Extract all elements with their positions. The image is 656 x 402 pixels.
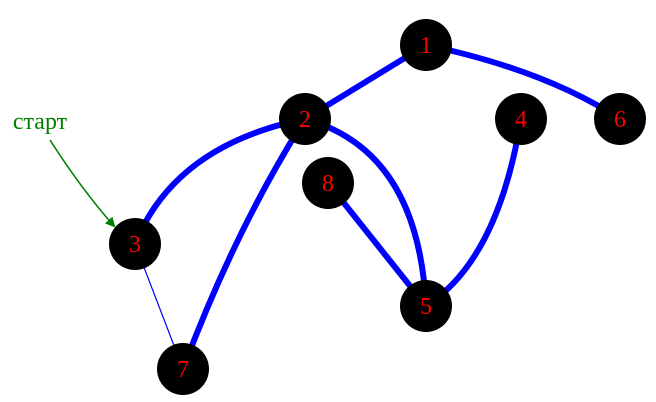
edge-4-5: [423, 116, 524, 309]
node-7: 7: [157, 343, 209, 395]
node-4: 4: [495, 93, 547, 145]
edge-2-5: [302, 116, 429, 309]
node-label: 3: [129, 232, 141, 258]
node-circle: [302, 157, 354, 209]
node-label: 6: [614, 107, 626, 133]
edges-layer: [132, 42, 623, 372]
node-2: 2: [279, 93, 331, 145]
nodes-layer: 1 2 3 4 5 6 7 8: [109, 19, 646, 395]
node-label: 5: [420, 294, 432, 320]
node-label: 1: [420, 33, 432, 59]
node-label: 2: [299, 107, 311, 133]
node-circle: [279, 93, 331, 145]
node-circle: [400, 280, 452, 332]
node-label: 4: [515, 107, 527, 133]
node-circle: [400, 19, 452, 71]
node-circle: [495, 93, 547, 145]
node-1: 1: [400, 19, 452, 71]
node-circle: [109, 218, 161, 270]
node-8: 8: [302, 157, 354, 209]
node-6: 6: [594, 93, 646, 145]
node-3: 3: [109, 218, 161, 270]
start-arrow: [49, 139, 116, 228]
edge-8-5: [325, 180, 429, 309]
node-label: 8: [322, 171, 334, 197]
edge-2-7: [180, 116, 308, 372]
node-label: 7: [177, 357, 189, 383]
start-label: старт: [13, 109, 68, 135]
node-circle: [594, 93, 646, 145]
start-indicator: старт: [13, 109, 116, 228]
node-circle: [157, 343, 209, 395]
edge-2-3: [132, 116, 308, 247]
node-5: 5: [400, 280, 452, 332]
